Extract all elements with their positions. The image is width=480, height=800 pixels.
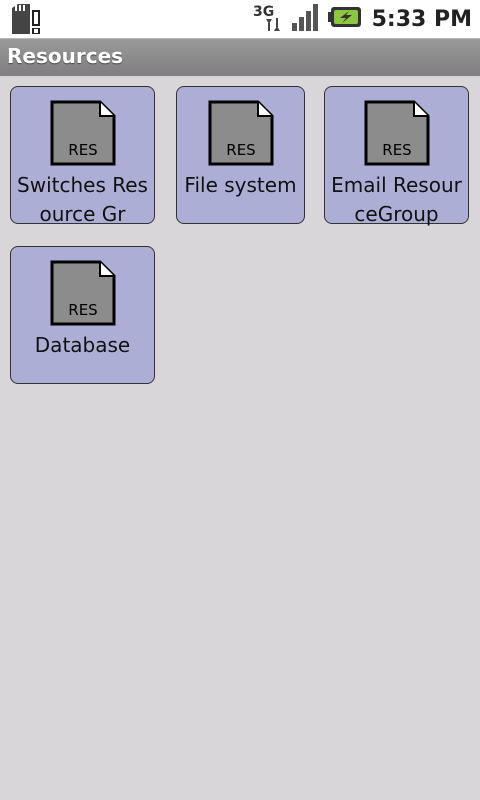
- resource-file-icon: RES: [208, 100, 274, 166]
- resource-label: Switches Resource Gr: [17, 173, 148, 226]
- resource-file-icon: RES: [50, 100, 116, 166]
- resource-file-icon-text: RES: [382, 141, 411, 159]
- svg-text:3G: 3G: [253, 4, 274, 20]
- sd-card-alert-icon: [10, 4, 42, 38]
- resource-file-icon-text: RES: [226, 141, 255, 159]
- resource-label: Email ResourceGroup: [331, 173, 462, 226]
- status-bar: 3G 5:33 PM: [0, 0, 480, 38]
- resource-tile[interactable]: RES Email ResourceGroup: [324, 86, 469, 226]
- resource-label: Database: [34, 333, 131, 357]
- title-bar: Resources: [0, 38, 480, 76]
- resource-file-icon: RES: [364, 100, 430, 166]
- resource-tile[interactable]: RES File system: [176, 86, 305, 224]
- signal-icon: [290, 1, 322, 37]
- resource-tile[interactable]: RES Switches Resource Gr: [10, 86, 155, 226]
- data-3g-icon: 3G: [251, 1, 284, 37]
- resource-label: File system: [184, 173, 297, 197]
- battery-charging-icon: [327, 5, 362, 33]
- resource-file-icon-text: RES: [68, 141, 97, 159]
- resource-file-icon: RES: [50, 260, 116, 326]
- page-title: Resources: [7, 44, 124, 68]
- resource-tile[interactable]: RES Database: [10, 246, 155, 384]
- resource-file-icon-text: RES: [68, 301, 97, 319]
- clock: 5:33 PM: [371, 6, 472, 32]
